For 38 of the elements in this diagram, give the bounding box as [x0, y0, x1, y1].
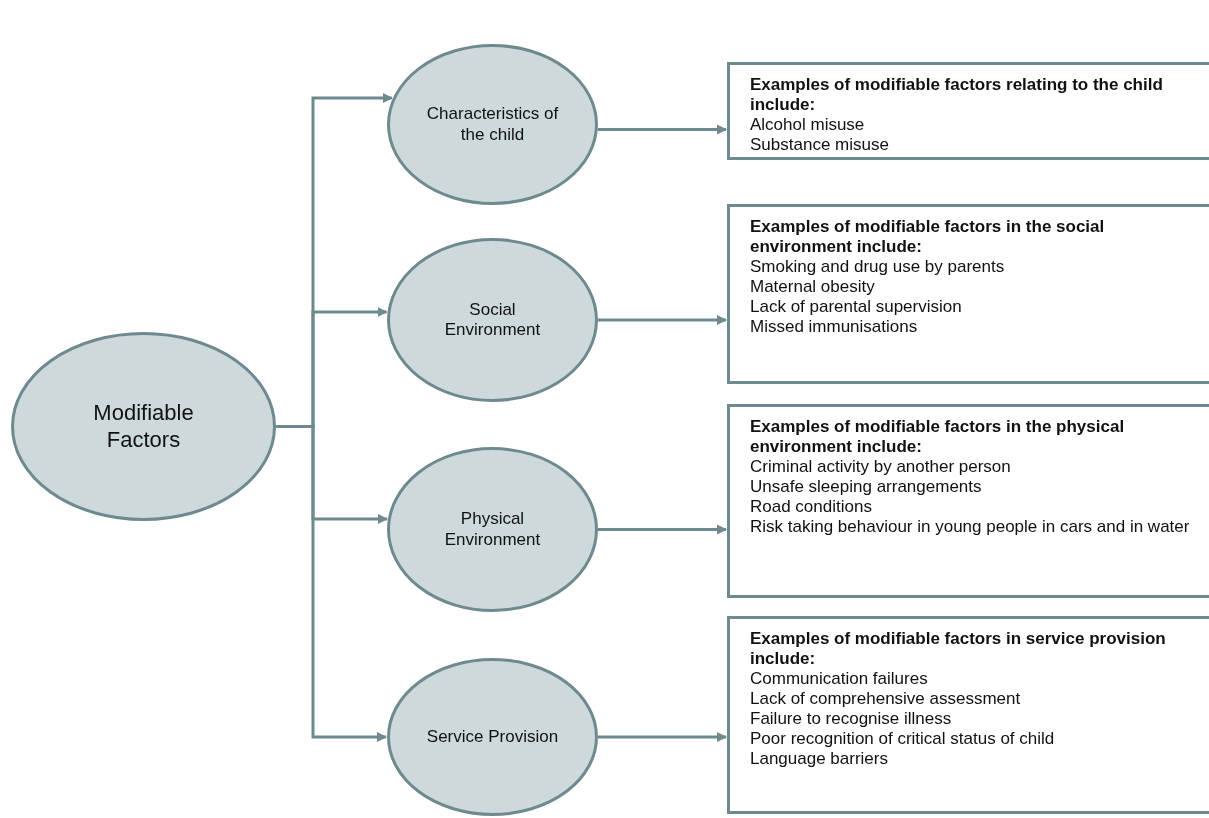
oval-node	[387, 44, 598, 205]
node-label: Modifiable Factors	[92, 400, 195, 453]
list-item: Unsafe sleeping arrangements	[750, 477, 983, 497]
list-item: Lack of comprehensive assessment	[750, 689, 1022, 709]
node-label: Social Environment	[443, 299, 542, 341]
text-box	[727, 404, 1209, 598]
list-item: Alcohol misuse	[750, 115, 866, 135]
box-heading: Examples of modifiable factors in the social environment include:	[750, 217, 1106, 257]
text-box	[727, 616, 1209, 814]
list-item: Risk taking behaviour in young people in cars and in water	[750, 517, 1191, 537]
node-label: Service Provision	[426, 726, 559, 748]
list-item: Failure to recognise illness	[750, 709, 953, 729]
arrow	[598, 732, 727, 742]
oval-node	[387, 447, 598, 612]
list-item: Maternal obesity	[750, 277, 876, 297]
node-label: Physical Environment	[443, 509, 542, 550]
arrow	[598, 524, 727, 535]
oval-node	[11, 332, 276, 521]
list-item: Missed immunisations	[750, 317, 919, 337]
box-heading: Examples of modifiable factors in service provision include:	[750, 629, 1167, 669]
list-item: Lack of parental supervision	[750, 297, 963, 317]
oval-node	[387, 658, 598, 816]
arrow	[276, 425, 387, 742]
list-item: Poor recognition of critical status of child	[750, 729, 1056, 749]
box-heading: Examples of modifiable factors in the physical environment include:	[750, 417, 1126, 457]
arrow	[598, 124, 727, 135]
box-heading: Examples of modifiable factors relating to the child include:	[750, 75, 1164, 115]
arrow	[598, 315, 727, 325]
list-item: Substance misuse	[750, 135, 890, 155]
text-box	[727, 204, 1209, 384]
list-item: Communication failures	[750, 669, 929, 689]
oval-node	[387, 238, 598, 402]
list-item: Road conditions	[750, 497, 873, 517]
list-item: Criminal activity by another person	[750, 457, 1012, 477]
list-item: Language barriers	[750, 749, 889, 769]
list-item: Smoking and drug use by parents	[750, 257, 1006, 277]
node-label: Characteristics of the child	[425, 104, 560, 145]
text-box	[727, 62, 1209, 160]
